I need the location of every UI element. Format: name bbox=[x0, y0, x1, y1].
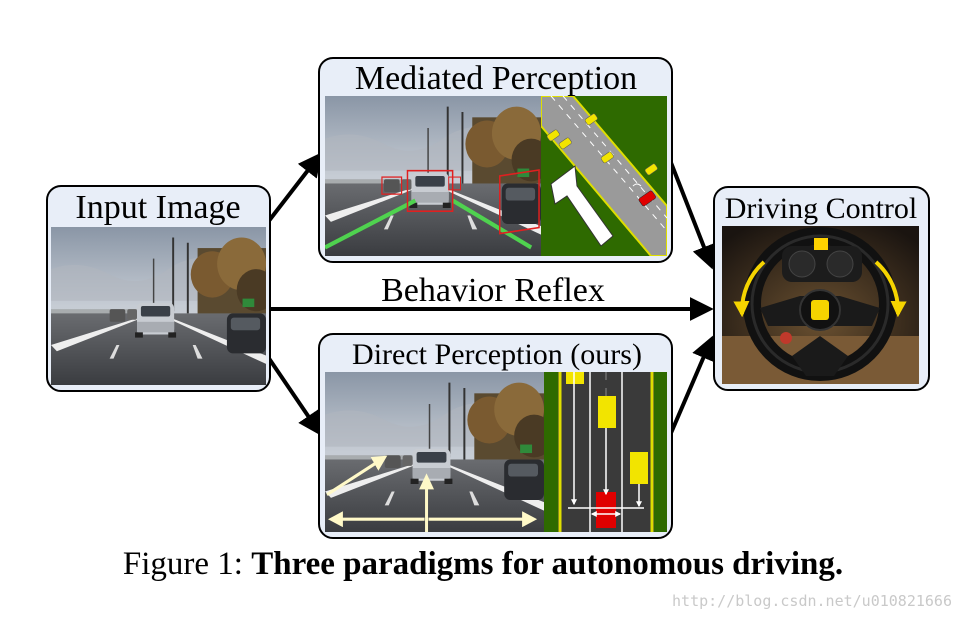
arrow-input-to-direct bbox=[266, 355, 322, 436]
node-direct-title: Direct Perception (ours) bbox=[352, 338, 642, 371]
node-input-image: Input Image bbox=[46, 185, 271, 392]
ego-car-marker bbox=[596, 492, 616, 528]
arrow-direct-to-control bbox=[666, 335, 715, 441]
steering-wheel-photo bbox=[722, 226, 919, 384]
arrow-input-to-mediated bbox=[266, 152, 322, 224]
node-mediated-perception: Mediated Perception bbox=[318, 57, 673, 263]
behavior-reflex-label: Behavior Reflex bbox=[381, 272, 605, 309]
node-mediated-title: Mediated Perception bbox=[355, 60, 637, 97]
mediated-topdown-map bbox=[541, 96, 667, 256]
car-marker bbox=[598, 396, 616, 428]
ego-car-marker bbox=[638, 190, 656, 207]
node-driving-control-title: Driving Control bbox=[725, 192, 918, 225]
car-marker bbox=[566, 372, 584, 384]
node-input-image-title: Input Image bbox=[75, 189, 240, 226]
heading-arrow bbox=[550, 165, 614, 247]
node-direct-perception: Direct Perception (ours) bbox=[318, 333, 673, 539]
mediated-road-photo bbox=[325, 96, 541, 256]
direct-road-photo bbox=[325, 372, 544, 532]
caption-prefix: Figure 1: bbox=[122, 546, 252, 582]
figure-caption: Figure 1: Three paradigms for autonomous… bbox=[0, 546, 966, 583]
input-road-photo bbox=[51, 227, 266, 385]
caption-bold: Three paradigms for autonomous driving. bbox=[251, 546, 844, 582]
car-marker bbox=[630, 452, 648, 484]
bbox-lead-car bbox=[406, 169, 454, 212]
ferrari-badge bbox=[811, 300, 829, 320]
arrow-mediated-to-control bbox=[666, 154, 716, 270]
watermark-url: http://blog.csdn.net/u010821666 bbox=[672, 592, 952, 610]
node-driving-control: Driving Control bbox=[713, 186, 930, 391]
direct-topdown-map bbox=[544, 372, 667, 532]
